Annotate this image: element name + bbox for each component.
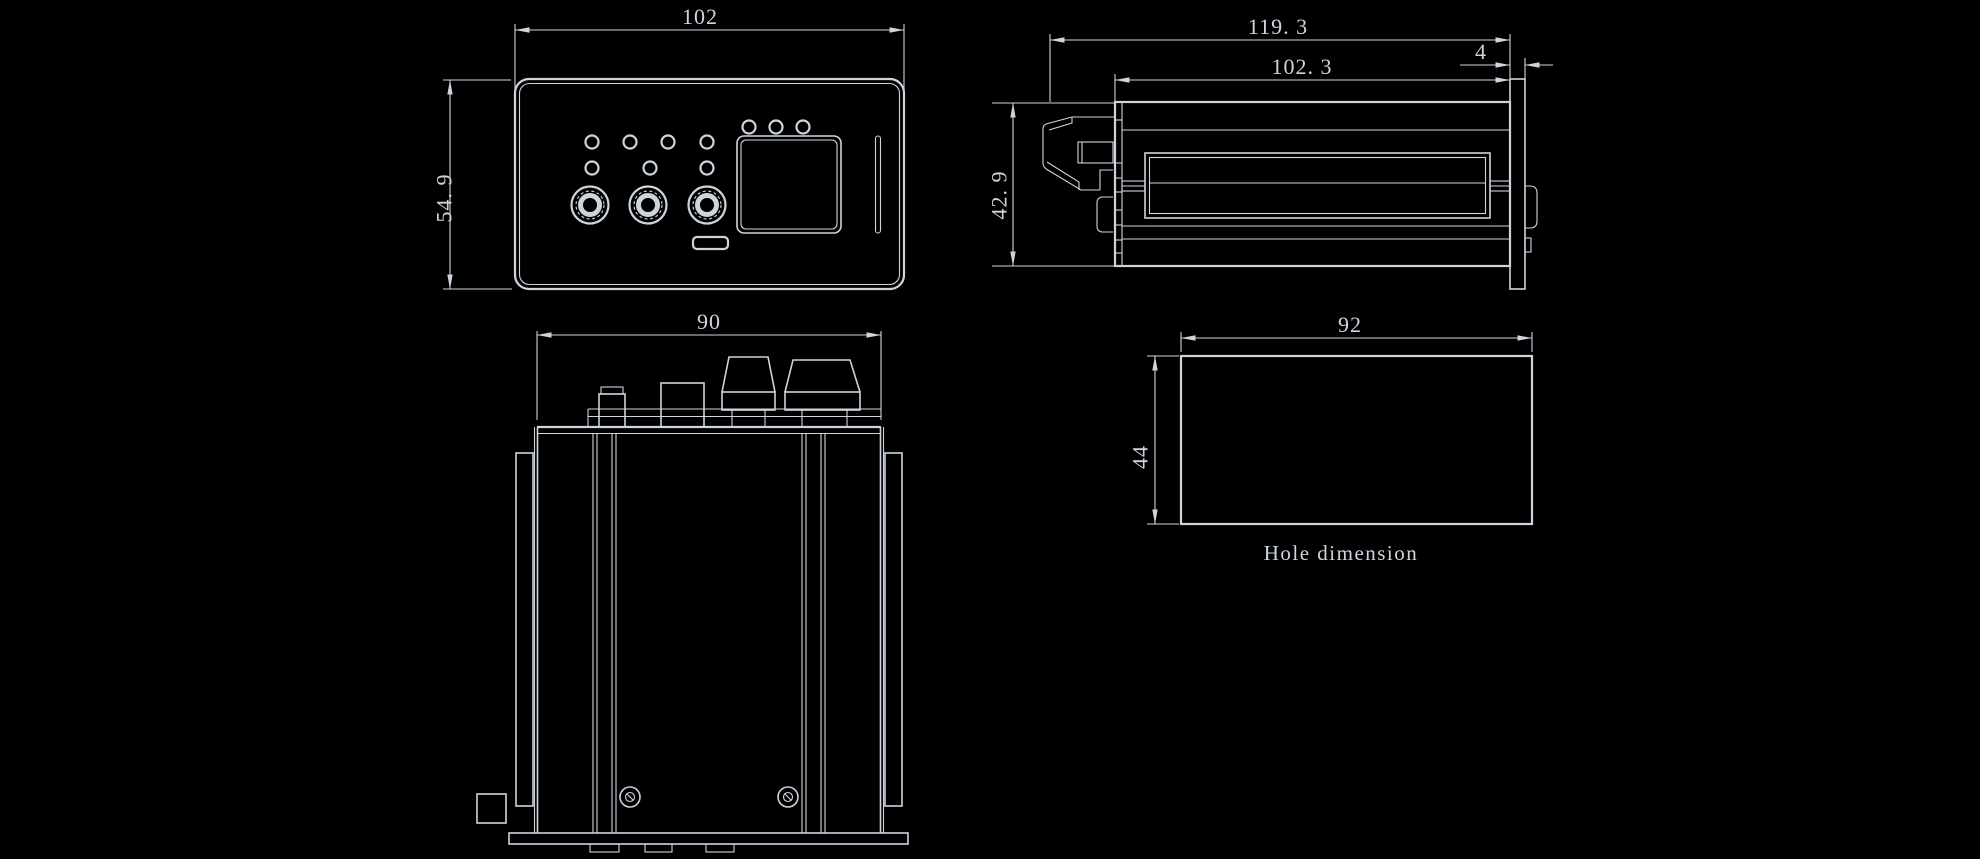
front-view: 102 54. 9 — [432, 4, 906, 291]
led-indicator — [622, 134, 638, 150]
hole-view-caption: Hole dimension — [1264, 541, 1419, 565]
side-height-dimension-label: 42. 9 — [987, 171, 1012, 220]
led-indicator — [660, 134, 676, 150]
screw-right — [777, 786, 799, 808]
rear-terminal-clip — [1096, 196, 1113, 233]
capacitor-body — [598, 393, 626, 428]
top-body-outline — [533, 425, 885, 833]
front-width-dimension: 102 — [514, 4, 905, 93]
led-indicator — [795, 119, 811, 135]
side-flange-dimension-label: 4 — [1475, 39, 1487, 64]
hole-height-dimension: 44 — [1128, 355, 1179, 525]
top-view: 90 — [476, 309, 909, 853]
led-indicator — [741, 119, 757, 135]
side-internal-module — [1121, 152, 1511, 219]
knob-2[interactable] — [628, 185, 668, 225]
front-height-dimension: 54. 9 — [432, 79, 512, 290]
side-body-depth-label: 102. 3 — [1272, 54, 1333, 79]
side-height-dimension: 42. 9 — [987, 102, 1115, 267]
led-row-top — [584, 134, 715, 150]
capacitor-cap — [600, 386, 624, 395]
led-indicator — [699, 134, 715, 150]
rear-terminal-connector — [1042, 116, 1115, 233]
side-view: 119. 3 102. 3 4 42. 9 — [987, 14, 1553, 290]
top-width-dimension-label: 90 — [697, 309, 721, 334]
terminal-block — [660, 382, 705, 428]
rear-knob-large — [784, 359, 861, 428]
hole-width-dimension-label: 92 — [1338, 312, 1362, 337]
side-overall-depth-dimension: 119. 3 — [1049, 14, 1511, 102]
side-body-depth-dimension: 102. 3 — [1114, 54, 1510, 101]
front-panel-outline — [513, 77, 906, 291]
top-body-internal-ribs — [592, 434, 826, 833]
panel-side-slot — [874, 135, 882, 234]
led-indicator — [699, 160, 715, 176]
side-overall-depth-label: 119. 3 — [1248, 14, 1308, 39]
side-flange-dimension: 4 — [1460, 39, 1553, 79]
led-indicator — [642, 160, 658, 176]
side-body-outline — [1113, 100, 1512, 268]
bottom-feet — [589, 843, 735, 853]
side-rear-wall-ticks — [1115, 119, 1122, 254]
usb-port[interactable] — [691, 235, 730, 251]
front-width-dimension-label: 102 — [682, 4, 718, 29]
front-height-dimension-label: 54. 9 — [432, 174, 457, 223]
rear-knob-small — [721, 356, 776, 428]
side-front-nub — [1524, 237, 1532, 253]
led-row-bottom — [584, 160, 715, 176]
knob-3[interactable] — [687, 185, 727, 225]
hole-cutout-rect — [1179, 354, 1534, 526]
side-body-internal-lines — [1122, 129, 1510, 240]
hole-width-dimension: 92 — [1180, 312, 1533, 352]
front-panel-inner-outline — [518, 82, 901, 286]
top-width-dimension: 90 — [536, 309, 882, 420]
bottom-plate — [508, 832, 909, 845]
led-indicator — [584, 134, 600, 150]
hole-height-dimension-label: 44 — [1128, 445, 1153, 469]
led-indicator — [584, 160, 600, 176]
screw-left — [619, 786, 641, 808]
side-connector-box — [476, 793, 507, 824]
hole-dimension-view: 92 44 Hole dimension — [1128, 312, 1534, 565]
display-led-row — [741, 119, 811, 135]
led-indicator — [768, 119, 784, 135]
side-front-tab — [1525, 185, 1538, 229]
mount-rail-left — [515, 452, 534, 807]
side-front-flange — [1509, 78, 1526, 290]
mount-rail-right — [884, 452, 903, 807]
rear-components — [587, 356, 881, 428]
display-window — [736, 135, 842, 234]
knob-1[interactable] — [570, 185, 610, 225]
